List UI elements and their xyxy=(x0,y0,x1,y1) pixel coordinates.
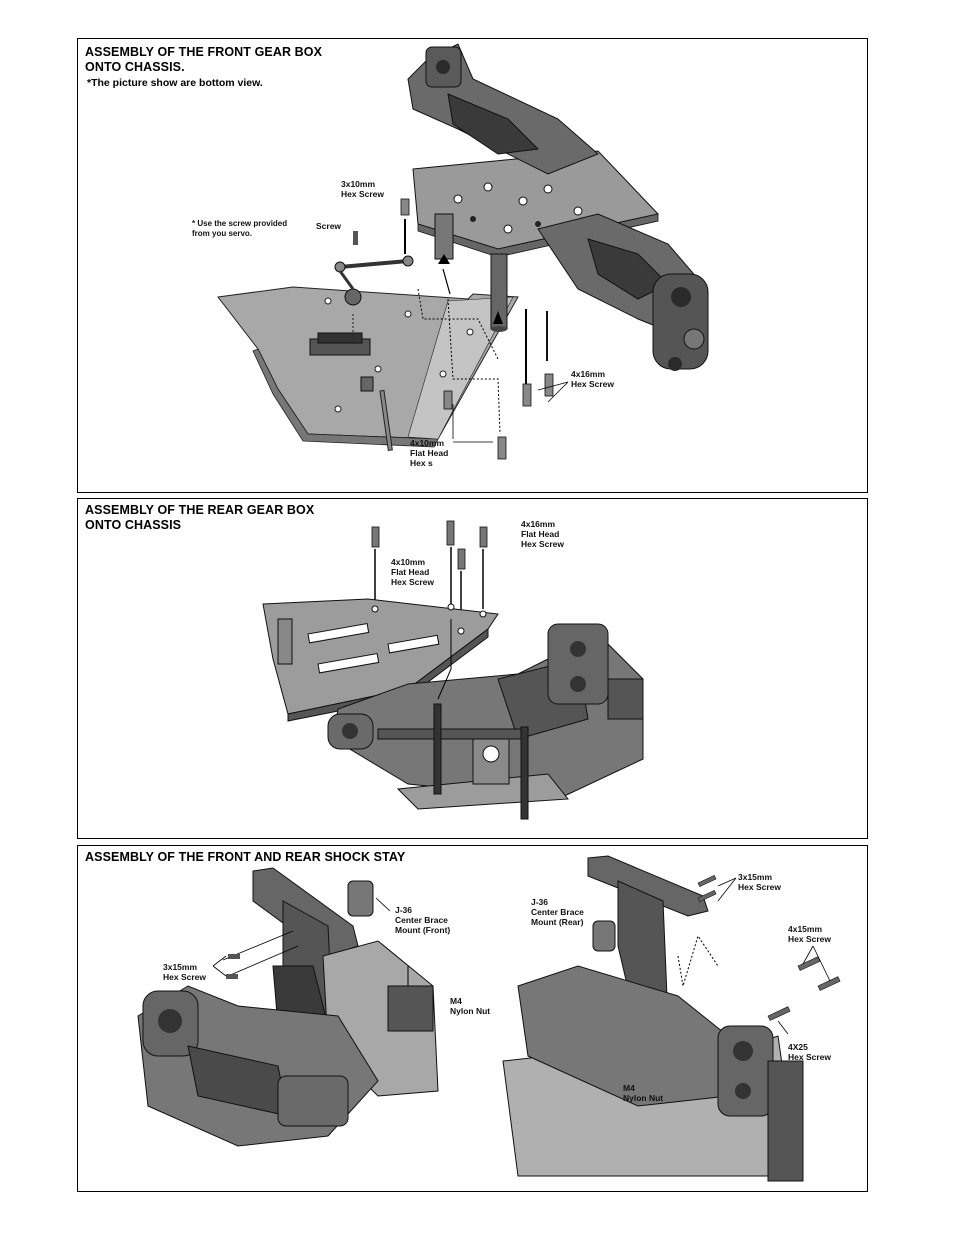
label-j36-front-brace: J-36 Center Brace Mount (Front) xyxy=(395,905,451,935)
section-subtitle-bottom-view: *The picture show are bottom view. xyxy=(87,77,263,89)
label-3x10-hex-screw: 3x10mm Hex Screw xyxy=(341,179,384,199)
front-gearbox-illustration xyxy=(217,43,709,460)
label-4x16-hex-screw: 4x16mm Hex Screw xyxy=(571,369,614,389)
rear-gearbox-illustration xyxy=(262,520,644,820)
section-title-shock-stay: ASSEMBLY OF THE FRONT AND REAR SHOCK STA… xyxy=(85,850,406,864)
label-servo-screw-note: * Use the screw provided from you servo. xyxy=(192,219,288,238)
shock-stay-panel: ASSEMBLY OF THE FRONT AND REAR SHOCK STA… xyxy=(77,845,868,1192)
shock-stay-illustration xyxy=(137,855,841,1182)
label-4x16-flat-head: 4x16mm Flat Head Hex Screw xyxy=(521,519,564,549)
section-title-front-gearbox: ASSEMBLY OF THE FRONT GEAR BOX ONTO CHAS… xyxy=(85,45,323,74)
label-4x25-hex-screw: 4X25 Hex Screw xyxy=(788,1042,831,1062)
section-title-rear-gearbox: ASSEMBLY OF THE REAR GEAR BOX ONTO CHASS… xyxy=(85,503,315,532)
label-m4-nylon-nut-front: M4 Nylon Nut xyxy=(450,996,491,1016)
label-j36-rear-brace: J-36 Center Brace Mount (Rear) xyxy=(531,897,584,927)
label-screw: Screw xyxy=(316,221,342,231)
label-4x10-flat-head: 4x10mm Flat Head Hex s xyxy=(410,438,449,468)
label-3x15-hex-screw-front: 3x15mm Hex Screw xyxy=(163,962,206,982)
label-4x15-hex-screw: 4x15mm Hex Screw xyxy=(788,924,831,944)
label-3x15-hex-screw-rear: 3x15mm Hex Screw xyxy=(738,872,781,892)
label-m4-nylon-nut-rear: M4 Nylon Nut xyxy=(623,1083,664,1103)
rear-gearbox-panel: ASSEMBLY OF THE REAR GEAR BOX ONTO CHASS… xyxy=(77,498,868,839)
label-4x10-flat-head: 4x10mm Flat Head Hex Screw xyxy=(391,557,434,587)
front-gearbox-panel: ASSEMBLY OF THE FRONT GEAR BOX ONTO CHAS… xyxy=(77,38,868,493)
